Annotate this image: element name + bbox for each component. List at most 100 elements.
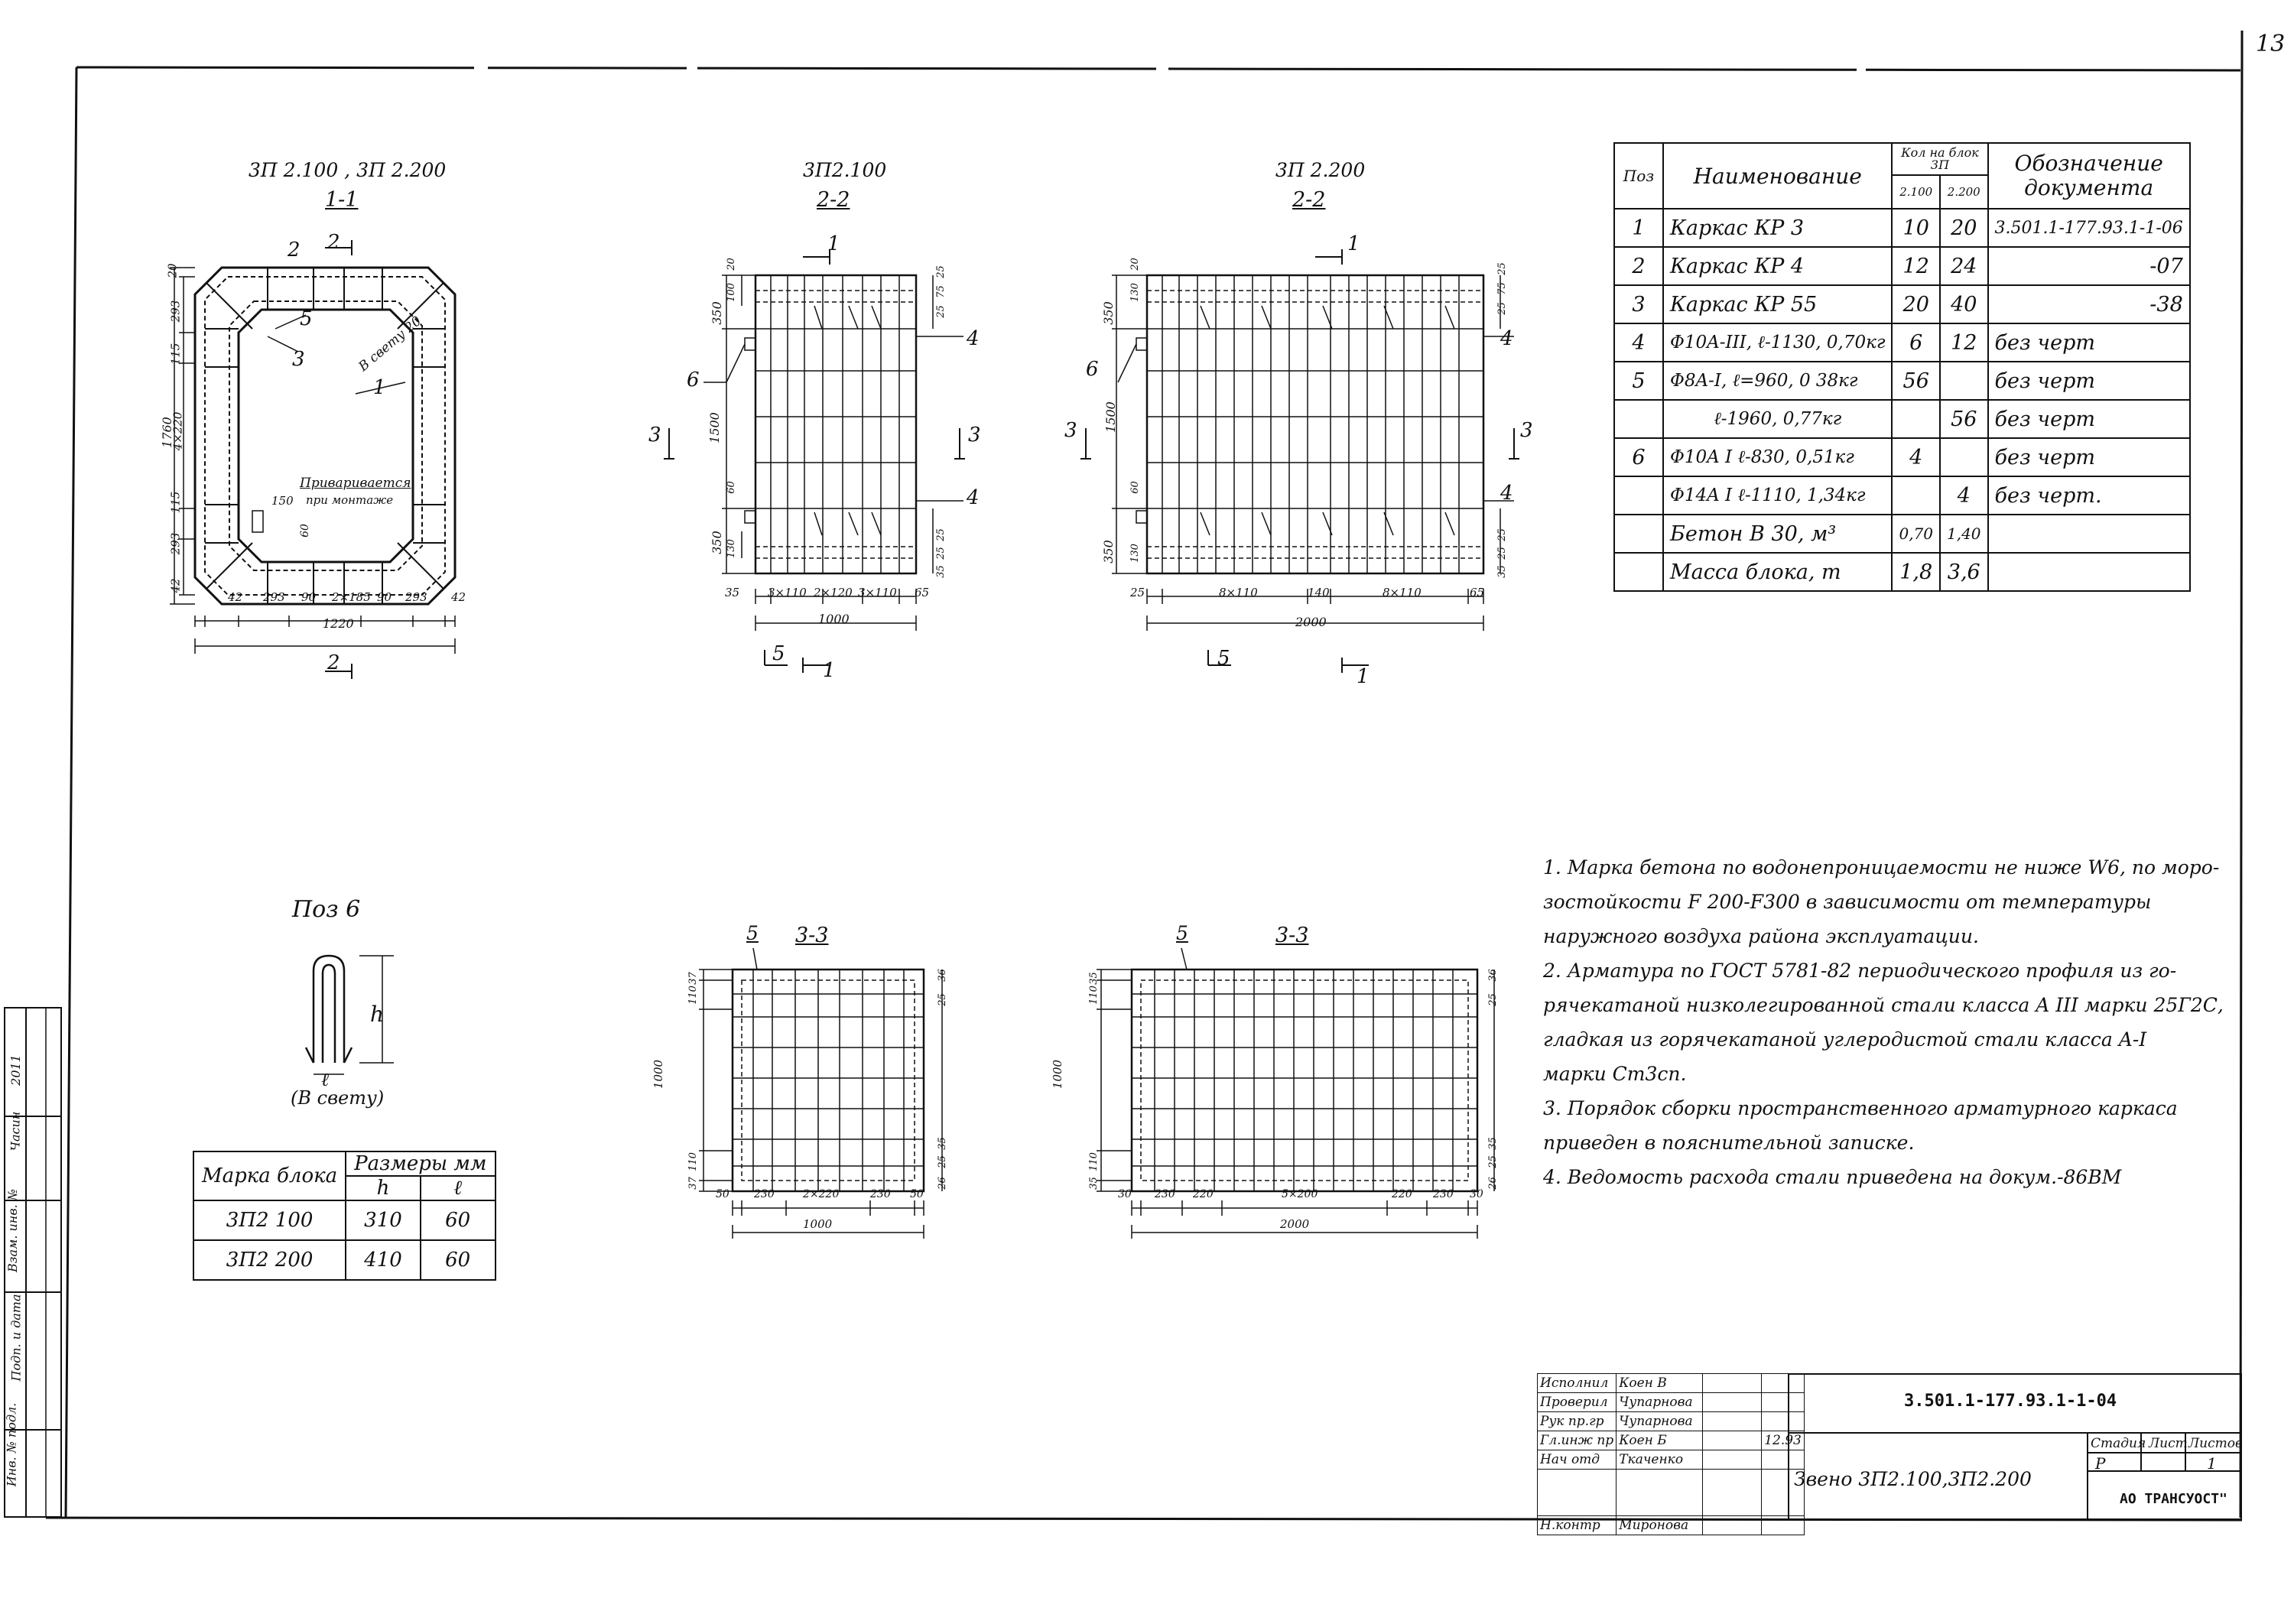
spec-cell: Масса блока, т (1662, 552, 1893, 592)
spec-cell: -38 (1987, 284, 2191, 324)
view-title-2-2b-line1: 3П 2.200 (1275, 159, 1366, 181)
spec-cell: Φ10A-III, ℓ-1130, 0,70кг (1662, 323, 1893, 362)
view-title-3-3b-pos: 5 (1176, 922, 1188, 944)
sec22a-dim-left-1: 1500 (707, 412, 722, 443)
note-line: 2. Арматура по ГОСТ 5781-82 периодическо… (1543, 960, 2177, 982)
sec22b-pos5: 5 (1217, 647, 1230, 670)
sec33b-dim-total: 2000 (1280, 1217, 1310, 1231)
tb-name: Коен В (1616, 1373, 1704, 1393)
spec-cell: 20 (1939, 208, 1989, 248)
sec33b-dim-left-2: 1000 (1051, 1059, 1065, 1090)
tb-date: 12.93 (1761, 1431, 1805, 1450)
note-line: 4. Ведомость расхода стали приведена на … (1543, 1166, 2122, 1188)
spec-header-doc: Обозначение документа (1987, 142, 2191, 209)
sec33b-dim-right-3: 25 (1487, 1155, 1499, 1168)
mark-table-header-col2: Размеры мм (345, 1151, 496, 1177)
note-line: приведен в пояснительной записке. (1543, 1132, 1915, 1154)
sec33b-dim-left-4: 35 (1087, 1177, 1100, 1190)
tb-sign (1702, 1431, 1763, 1450)
view-title-3-3a-pos: 5 (746, 922, 759, 944)
sec22b-dim-left-1: 1500 (1103, 401, 1118, 433)
mark-table-cell: 60 (419, 1239, 496, 1281)
sec33a-dim-bottom-2: 2×220 (803, 1188, 840, 1200)
pos6-hook-drawing (304, 954, 394, 1075)
title-block-stage-label: Стадия (2091, 1436, 2146, 1451)
sec22a-dim-small-1: 100 (725, 283, 737, 302)
sec22a-dim-right-1: 75 (934, 285, 947, 298)
sec11-dim-left-4: 115 (168, 491, 183, 514)
spec-cell: 1,40 (1939, 514, 1989, 554)
tb-name: Миронова (1616, 1515, 1704, 1535)
sec22a-arrow3-left: 3 (648, 424, 661, 447)
sec33a-dim-right-0: 36 (936, 969, 948, 982)
sec22a-dim-small-2: 60 (725, 481, 737, 494)
sec22b-dim-small-0: 20 (1129, 258, 1141, 271)
spec-cell: 20 (1891, 284, 1941, 324)
sec22a-dim-bottom-0: 35 (725, 586, 740, 599)
table-row: 3П2 100 310 60 (192, 1200, 496, 1241)
spec-cell: 12 (1939, 323, 1989, 362)
sec33b-dim-bottom-0: 30 (1118, 1188, 1132, 1200)
sec11-dim-bottom-5: 293 (405, 590, 427, 604)
sec22b-cut-bottom: 1 (1357, 665, 1370, 688)
sec33a-dim-left-1: 110 (687, 986, 699, 1005)
sec22b-dim-left-0: 350 (1100, 301, 1116, 325)
sec11-dim-left-1: 293 (168, 300, 183, 323)
mark-table-cell: 410 (345, 1239, 421, 1281)
sec33a-dim-left-4: 37 (687, 1177, 699, 1190)
spec-cell: без черт (1987, 323, 2191, 362)
sec33a-dim-left-3: 110 (687, 1152, 699, 1171)
spec-cell: 6 (1891, 323, 1941, 362)
sec33a-dim-bottom-0: 50 (716, 1188, 729, 1200)
spec-cell: 24 (1939, 246, 1989, 286)
tb-role (1536, 1469, 1617, 1516)
sec33b-dim-right-1: 25 (1487, 993, 1499, 1006)
spec-cell: 0,70 (1891, 514, 1941, 554)
title-block-doc-code: 3.501.1-177.93.1-1-04 (1904, 1392, 2117, 1411)
title-block-sheet-label: Лист (2149, 1436, 2188, 1451)
tb-role: Н.контр (1536, 1515, 1617, 1535)
sec22a-arrow3-right: 3 (968, 424, 981, 447)
section-3-3b-drawing (1097, 948, 1495, 1239)
sec22b-dim-bottom-1: 8×110 (1219, 586, 1258, 599)
sec22b-dim-right-2: 25 (1496, 302, 1508, 315)
spec-cell: 6 (1613, 437, 1664, 477)
tb-role: Рук пр.гр (1536, 1411, 1617, 1431)
sec22a-dim-small-0: 20 (725, 258, 737, 271)
sec22a-dim-right-5: 35 (934, 565, 947, 578)
sec33a-dim-left-0: 37 (687, 972, 699, 985)
mark-table-cell: 310 (345, 1200, 421, 1241)
sec33a-dim-right-2: 35 (936, 1137, 948, 1150)
sec33a-dim-bottom-1: 230 (754, 1188, 775, 1200)
spec-cell: Каркас КР 3 (1662, 208, 1893, 248)
spec-cell: 4 (1613, 323, 1664, 362)
title-block-stage-value: Р (2095, 1454, 2106, 1473)
title-block-sheets-label: Листов (2188, 1436, 2243, 1451)
section-1-1-drawing (170, 240, 457, 679)
tb-date-cell (1761, 1411, 1805, 1431)
note-line: наружного воздуха района эксплуатации. (1543, 925, 1979, 947)
sec11-dim-bottom-6: 42 (451, 590, 466, 604)
sec33b-dim-left-0: 35 (1087, 972, 1100, 985)
sheet-number: 13 (2256, 31, 2286, 57)
sec33b-dim-bottom-6: 30 (1470, 1188, 1483, 1200)
sec33a-dim-bottom-3: 230 (870, 1188, 891, 1200)
note-line: 1. Марка бетона по водонепроницаемости н… (1543, 856, 2220, 879)
spec-cell (1613, 514, 1664, 554)
view-title-3-3b: 3-3 (1275, 924, 1309, 947)
sec11-dim-bottom-3: 2×185 (332, 590, 371, 604)
sec22b-pos6: 6 (1086, 358, 1099, 381)
spec-cell: 3,6 (1939, 552, 1989, 592)
spec-cell: без черт (1987, 399, 2191, 439)
